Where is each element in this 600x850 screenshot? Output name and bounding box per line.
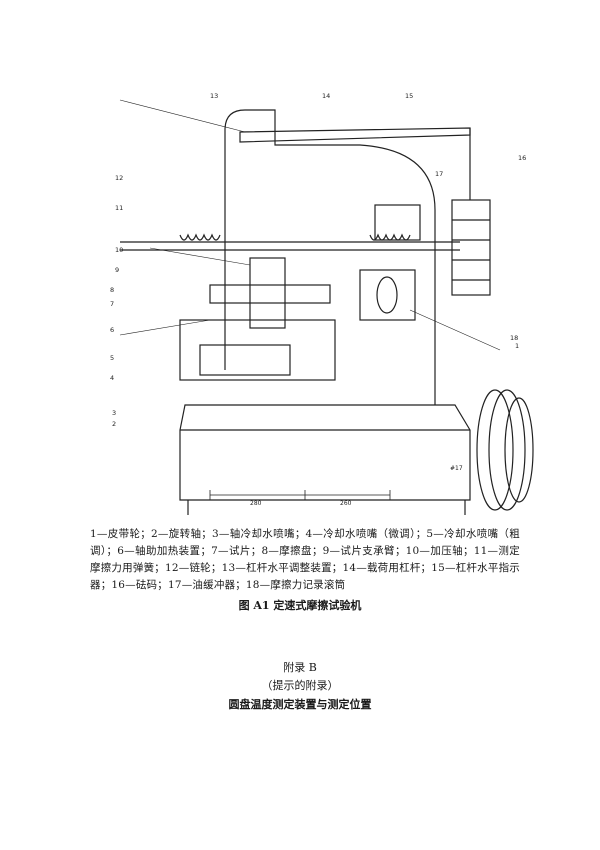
- part-number-8: 8: [110, 286, 114, 294]
- part-number-17: 17: [435, 170, 443, 178]
- part-number-12: 12: [115, 174, 123, 182]
- part-number-3: 3: [112, 409, 116, 417]
- part-number-1: 1: [515, 342, 519, 350]
- figure-legend: 1—皮带轮；2—旋转轴；3—轴冷却水喷嘴；4—冷却水喷嘴（微调）；5—冷却水喷嘴…: [90, 528, 520, 591]
- part-number-13: 13: [210, 92, 218, 100]
- machine-drawing: 13 14 15 16 12 17 11 10 9 8 7 6 5 4 3 2 …: [60, 70, 540, 520]
- part-number-5: 5: [110, 354, 114, 362]
- part-number-18: 18: [510, 334, 518, 342]
- part-number-9: 9: [115, 266, 119, 274]
- appendix-title: 附录 B: [283, 661, 317, 674]
- dimension-17: #17: [450, 465, 463, 472]
- part-number-14: 14: [322, 92, 330, 100]
- appendix-note: （提示的附录）: [261, 679, 339, 692]
- part-number-4: 4: [110, 374, 114, 382]
- part-number-11: 11: [115, 204, 123, 212]
- part-number-6: 6: [110, 326, 114, 334]
- figure-title: 图 A1 定速式摩擦试验机: [238, 599, 362, 612]
- dimension-260: 260: [340, 500, 352, 507]
- part-number-7: 7: [110, 300, 114, 308]
- appendix-heading: 圆盘温度测定装置与测定位置: [228, 698, 372, 711]
- machine-schematic: 13 14 15 16 12 17 11 10 9 8 7 6 5 4 3 2 …: [110, 92, 534, 515]
- dimension-280: 280: [250, 500, 262, 507]
- part-number-16: 16: [518, 154, 526, 162]
- part-number-10: 10: [115, 246, 123, 254]
- part-number-2: 2: [112, 420, 116, 428]
- part-number-15: 15: [405, 92, 413, 100]
